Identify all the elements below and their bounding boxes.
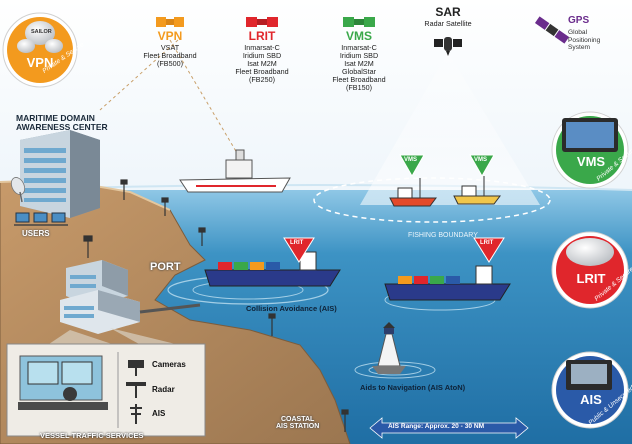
mdac-label-line: MARITIME DOMAIN <box>16 113 95 123</box>
vms-pin-label: VMS <box>404 157 418 163</box>
sailor-terminal-icon <box>25 21 55 45</box>
container-ship-icon <box>384 265 511 301</box>
lrit-satellite-icon <box>246 17 278 27</box>
satellite-dish-icon <box>10 177 26 203</box>
sar-radar-beam <box>360 52 540 205</box>
lrit-satellite-title: LRIT <box>248 29 276 43</box>
lrit-detail-line: Iridium SBD <box>242 51 282 61</box>
vms-detail-line: Iridium SBD <box>339 51 379 61</box>
vpn-detail-line: VSAT <box>160 43 180 52</box>
vms-badge <box>551 111 629 189</box>
vms-detail-line: Isat M2M <box>344 59 374 69</box>
vms-detail-line: (FB150) <box>346 83 372 93</box>
lrit-pin-icon <box>283 237 505 263</box>
vpn-detail-line: Fleet Broadband <box>143 51 197 61</box>
vts-operator-icon <box>18 355 108 410</box>
vms-pin-label: VMS <box>474 157 488 163</box>
coastal-label-line: AIS STATION <box>276 423 320 431</box>
vts-ais-label: AIS <box>152 409 166 418</box>
vms-pin-icon <box>399 154 495 178</box>
camera-icon <box>128 360 144 376</box>
vpn-satellite-details: VSAT Fleet Broadband (FB500) <box>128 43 212 69</box>
vts-radar-label: Radar <box>152 385 175 394</box>
mdac-label: MARITIME DOMAIN AWARENESS CENTER <box>16 114 108 132</box>
lrit-satellite-details: Inmarsat-C Iridium SBD Isat M2M Fleet Br… <box>222 43 302 85</box>
vpn-satellite-title: VPN <box>157 29 183 43</box>
lrit-badge-title: LRIT <box>576 271 606 286</box>
users-computers-icon <box>14 212 68 226</box>
gps-detail-line: Positioning <box>568 36 601 44</box>
vpn-badge-title: VPN <box>26 55 54 70</box>
lrit-detail-line: Inmarsat-C <box>244 43 280 52</box>
radio-tower-icon <box>83 179 349 432</box>
lrit-detail-line: Fleet Broadband <box>235 67 289 77</box>
ais-range-arrow <box>369 417 529 439</box>
lrit-badge <box>551 231 629 309</box>
lrit-detail-line: (FB250) <box>249 75 275 85</box>
cargo-ship-icon <box>204 251 341 287</box>
port-label: PORT <box>150 261 181 273</box>
vms-detail-line: Fleet Broadband <box>332 75 386 85</box>
coast-guard-cutter-icon <box>179 149 291 193</box>
mdac-building-icon <box>20 130 100 218</box>
radar-icon <box>126 382 146 398</box>
port-building-icon <box>60 260 140 334</box>
lrit-pin-label: LRIT <box>290 240 304 246</box>
gps-detail-line: System <box>568 44 590 52</box>
lighthouse-icon <box>372 322 406 374</box>
ais-antenna-icon <box>130 404 142 424</box>
coastal-label-line: COASTAL <box>280 416 315 423</box>
fishing-boundary-label: FISHING BOUNDARY <box>408 232 478 239</box>
vts-label: VESSEL TRAFFIC SERVICES <box>40 431 144 440</box>
gps-detail-line: Global <box>568 29 588 36</box>
vms-satellite-details: Inmarsat-C Iridium SBD Isat M2M GlobalSt… <box>318 43 400 93</box>
mdac-label-line: AWARENESS CENTER <box>16 121 108 132</box>
fishing-boundary-line <box>313 177 551 223</box>
sailor-device-label: SAILOR <box>31 29 52 35</box>
gps-satellite-details: Global Positioning System <box>568 29 600 52</box>
vpn-satellite-icon <box>156 17 184 27</box>
vts-cameras-label: Cameras <box>152 360 186 369</box>
coastal-ais-station-label: COASTAL AIS STATION <box>276 416 319 431</box>
gps-satellite-icon <box>534 16 570 44</box>
gps-satellite-title: GPS <box>568 15 590 26</box>
collision-avoidance-label: Collision Avoidance (AIS) <box>246 304 337 313</box>
sar-satellite-icon <box>434 37 462 56</box>
vms-detail-line: GlobalStar <box>342 67 376 77</box>
sar-satellite-title: SAR <box>435 5 461 19</box>
lrit-detail-line: Isat M2M <box>247 59 277 69</box>
lrit-terminal-icon <box>566 238 614 266</box>
sar-satellite-subtitle: Radar Satellite <box>424 19 472 28</box>
ais-range-label: AIS Range: Approx. 20 - 30 NM <box>388 423 485 430</box>
users-label: USERS <box>22 229 50 238</box>
vms-satellite-icon <box>343 17 375 27</box>
vms-detail-line: Inmarsat-C <box>341 43 377 52</box>
ais-badge-title: AIS <box>580 392 602 407</box>
fishing-vessel-icon <box>389 176 501 207</box>
vpn-detail-line: (FB500) <box>157 59 183 69</box>
aids-to-navigation-label: Aids to Navigation (AIS AtoN) <box>360 383 466 392</box>
ais-badge <box>551 351 629 429</box>
vpn-badge <box>2 12 78 88</box>
lrit-pin-label: LRIT <box>480 240 494 246</box>
vms-badge-title: VMS <box>576 154 606 169</box>
vms-satellite-title: VMS <box>345 29 372 43</box>
